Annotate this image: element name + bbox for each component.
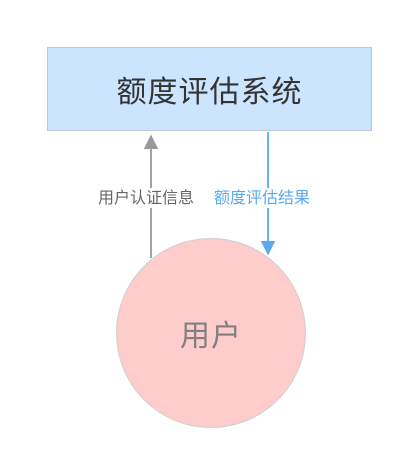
user-node: 用户: [116, 238, 306, 428]
assessment-result-edge-label: 额度评估结果: [212, 188, 313, 208]
user-node-label: 用户: [180, 319, 242, 354]
system-node-label: 额度评估系统: [116, 75, 303, 110]
auth-info-edge-label: 用户认证信息: [96, 188, 197, 208]
system-node: 额度评估系统: [47, 47, 372, 131]
